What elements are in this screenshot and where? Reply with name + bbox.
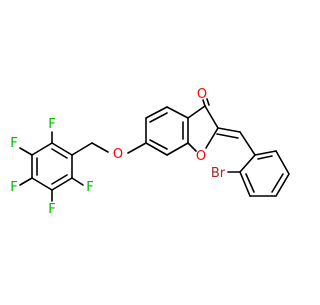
bond [127,142,147,154]
c-f-bond [19,147,33,156]
aromatic-bond [149,139,168,150]
fluorine-top-label: F [48,117,55,132]
benzofuranone-core [127,98,241,156]
ring-oxygen-label: O [196,149,206,164]
bond [204,105,219,129]
c-f-bond [19,177,33,186]
aromatic-bond [51,174,68,185]
ether-oxygen-label: O [113,147,123,162]
ether-linker [71,142,109,156]
bond [166,142,189,156]
fluorine-upper-left-label: F [10,136,17,151]
pentafluorophenyl-ring [19,131,84,202]
bond [187,142,197,152]
structure-canvas: O O O Br F F F F F [10,87,290,217]
aromatic-bond [257,155,273,160]
bromophenyl-ring [227,131,290,197]
bond [166,106,189,119]
aromatic-bond [149,112,168,123]
bond [145,106,168,119]
carbonyl-oxygen-label: O [197,87,207,102]
bond [254,150,277,156]
aromatic-bond [245,173,255,193]
bond [71,142,93,156]
bond [31,177,53,191]
fluorine-bottom-label: F [48,202,55,217]
c-f-bond [71,177,84,186]
bond [275,173,290,197]
aromatic-bond [51,148,68,159]
bond [275,150,290,175]
bond [205,127,219,149]
bond [91,142,109,153]
bond [239,171,251,197]
carbonyl-bond [202,99,206,107]
fluorine-right-label: F [86,180,93,195]
fluorine-lower-left-label: F [10,180,17,195]
carbonyl-bond [206,98,210,106]
bond [51,142,73,156]
chemical-structure: O O O Br F F F F F [10,87,290,217]
atom-labels: O O O Br F F F F F [10,87,226,217]
bond [239,154,256,173]
bromine-label: Br [211,166,226,181]
aromatic-bond [271,173,284,193]
exocyclic-double-bond [217,127,241,133]
exocyclic-double-bond [216,133,239,139]
bond [31,142,53,156]
bond [145,142,168,156]
bond [51,177,73,191]
bond [239,131,256,156]
bond [187,105,206,119]
